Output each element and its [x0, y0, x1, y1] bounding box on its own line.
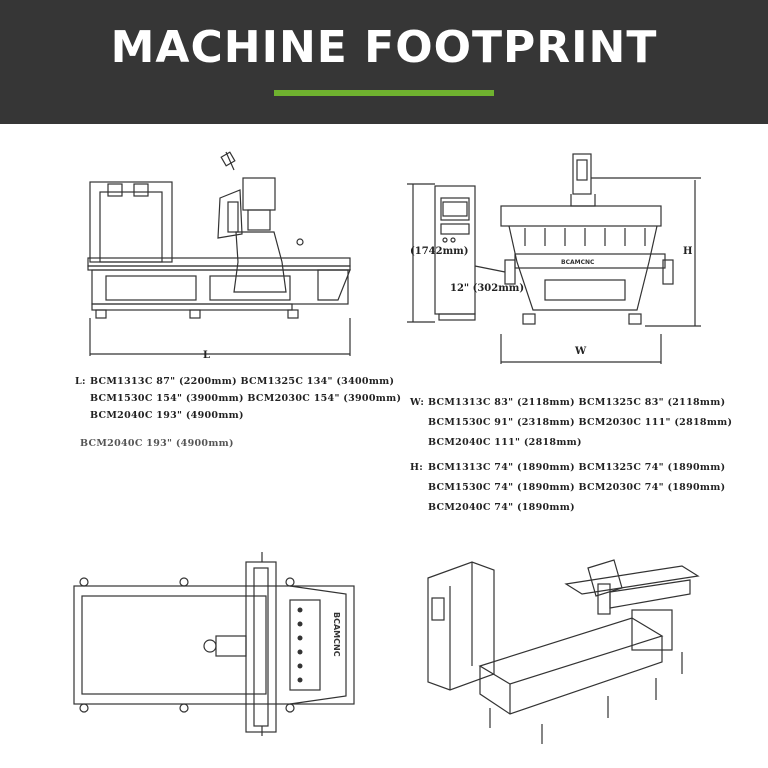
top-view-drawing: BCAMCNC: [73, 552, 355, 736]
front-height-label: (1742mm): [410, 246, 469, 257]
page-header: MACHINE FOOTPRINT: [0, 0, 768, 124]
specs-h-line-1: BCM1313C 74" (1890mm) BCM1325C 74" (1890…: [428, 462, 726, 473]
side-view-l-label: L: [203, 350, 211, 361]
specs-h-line-3: BCM2040C 74" (1890mm): [428, 502, 575, 513]
front-depth-label: 12" (302mm): [450, 283, 525, 294]
specs-l-line-4: BCM2040C 193" (4900mm): [80, 438, 234, 449]
specs-l-line-1: BCM1313C 87" (2200mm) BCM1325C 134" (340…: [90, 376, 395, 387]
front-w-label: W: [575, 346, 587, 357]
specs-l-prefix: L:: [75, 376, 86, 387]
specs-w-line-1: BCM1313C 83" (2118mm) BCM1325C 83" (2118…: [428, 397, 726, 408]
specs-w-line-3: BCM2040C 111" (2818mm): [428, 437, 582, 448]
front-view-drawing: BCAMCNC: [407, 153, 701, 364]
page-title: MACHINE FOOTPRINT: [110, 22, 658, 73]
specs-l-line-2: BCM1530C 154" (3900mm) BCM2030C 154" (39…: [90, 393, 402, 404]
specs-h-prefix: H:: [410, 462, 424, 473]
front-h-label: H: [683, 246, 693, 257]
front-view-brand: BCAMCNC: [561, 259, 595, 266]
top-view-brand: BCAMCNC: [332, 612, 341, 657]
isometric-view-drawing: [427, 559, 700, 744]
side-view-drawing: [87, 151, 351, 356]
specs-w-line-2: BCM1530C 91" (2318mm) BCM2030C 111" (281…: [428, 417, 733, 428]
title-underline: [274, 90, 494, 96]
specs-w-prefix: W:: [410, 397, 425, 408]
specs-l-line-3: BCM2040C 193" (4900mm): [90, 410, 244, 421]
specs-h-line-2: BCM1530C 74" (1890mm) BCM2030C 74" (1890…: [428, 482, 726, 493]
